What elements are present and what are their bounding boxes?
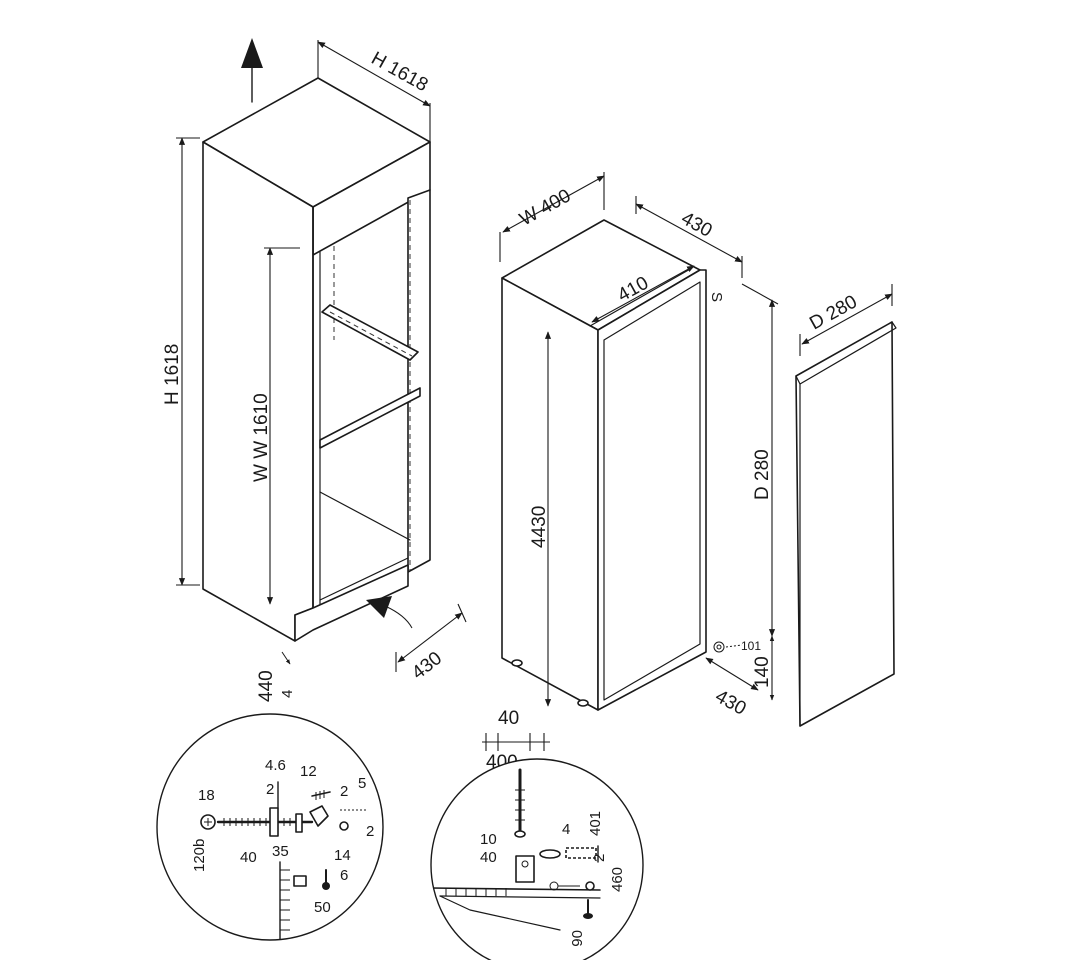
floor-plate <box>431 887 601 891</box>
detail-left-m: 50 <box>314 899 331 916</box>
detail-left-e: 2 <box>266 781 274 798</box>
lift-arrow-icon <box>241 38 263 68</box>
fridge-left-side <box>501 277 599 711</box>
fridge-foot <box>511 659 523 667</box>
detail-right-b: 40 <box>480 849 497 866</box>
cabinet-plinth <box>294 564 409 642</box>
detail-circle-right: 10 40 4 401 2 460 06 <box>430 758 644 960</box>
label-cab-inner-height: W W 1610 <box>251 393 272 482</box>
door-panel: D 280 <box>795 284 897 727</box>
hinge-screw-icon <box>713 641 725 653</box>
label-foot-height: 140 <box>752 656 773 688</box>
detail-circle-left: 18 120b 4.6 12 2 2 5 2 40 35 14 6 50 <box>156 713 384 941</box>
label-hinge-callout: 101 <box>741 639 761 653</box>
label-cab-height-side: H 1618 <box>162 344 183 405</box>
nut-icon <box>339 821 349 831</box>
dim-top-width <box>317 41 431 107</box>
cabinet-right-post <box>407 189 431 573</box>
detail-right-g: 06 <box>568 930 585 947</box>
bracket-box <box>515 855 535 883</box>
label-fridge-height: 4430 <box>529 506 550 548</box>
detail-right-d: 401 <box>587 811 604 836</box>
detail-left-c: 4.6 <box>265 757 286 774</box>
detail-left-k: 14 <box>334 847 351 864</box>
nut-icon <box>585 881 595 891</box>
detail-left-f: 2 <box>340 783 348 800</box>
detail-left-i: 40 <box>240 849 257 866</box>
dim-fridge-depth-top <box>635 203 743 263</box>
cabinet-left-side <box>202 141 314 642</box>
detail-right-a: 10 <box>480 831 497 848</box>
detail-left-h: 2 <box>366 823 374 840</box>
detail-right-e: 2 <box>591 854 608 862</box>
label-fridge-side-height: D 280 <box>752 449 773 500</box>
fridge-foot <box>577 699 589 707</box>
detail-right-f: 460 <box>609 867 626 892</box>
label-panel-depth: D 280 <box>806 291 861 334</box>
dim-cab-depth <box>397 612 463 663</box>
label-plinth-a: 440 <box>256 670 277 702</box>
detail-left-g: 5 <box>358 775 366 792</box>
fridge: W 400 430 410 S 4430 D 280 140 101 430 4… <box>482 172 779 773</box>
detail-left-j: 35 <box>272 843 289 860</box>
cabinet-shelf <box>319 387 421 449</box>
label-fridge-width: W 400 <box>516 185 574 230</box>
spacer-icon <box>539 849 561 859</box>
dim-door-width <box>591 265 695 323</box>
detail-left-l: 6 <box>340 867 348 884</box>
label-cab-depth: 430 <box>408 648 446 684</box>
label-plinth-b: 4 <box>279 690 296 698</box>
cabinet: H 1618 H 1618 W W 1610 430 440 4 <box>162 38 467 702</box>
dim-panel-depth <box>801 293 893 345</box>
detail-left-a: 18 <box>198 787 215 804</box>
bracket-clip <box>309 805 329 827</box>
washer <box>269 807 279 837</box>
label-fridge-depth-bottom: 430 <box>712 686 750 720</box>
insert-arrow-icon <box>366 596 392 618</box>
detail-right-c: 4 <box>562 821 570 838</box>
screw-icon <box>322 882 330 890</box>
dim-fridge-width <box>502 175 605 233</box>
label-foot-w1: 40 <box>498 708 519 729</box>
dim-fridge-depth-bottom <box>705 657 759 691</box>
label-fridge-depth-top: 430 <box>678 208 716 242</box>
detail-left-d: 12 <box>300 763 317 780</box>
label-hinge-mark: S <box>708 292 725 302</box>
detail-left-b: 120b <box>191 839 208 872</box>
foot-screw-icon <box>583 913 593 919</box>
door-panel-face <box>795 321 895 727</box>
fridge-door <box>597 269 707 711</box>
